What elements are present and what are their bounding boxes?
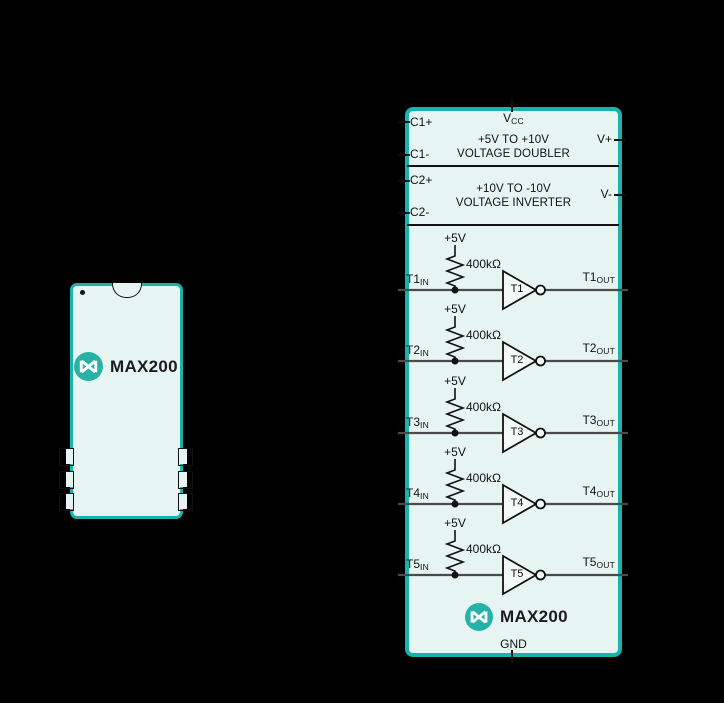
tx-gate-label: T5 [510,568,524,580]
tx-output-label: T4OUT [582,484,615,500]
supply-label: +5V [444,516,466,530]
tx-input-label: T1IN [406,272,429,288]
tx-gate-label: T3 [510,426,524,438]
transmitter-circuit-graphics [398,459,628,525]
supply-label: +5V [444,231,466,245]
voltage-doubler-line1: +5V TO +10V [477,134,549,146]
package-pin [178,471,193,489]
gnd-pin-tick [511,650,513,663]
pin-patch [66,471,75,487]
package-pin [59,448,74,466]
vplus-pin-tick [614,139,626,141]
tx-input-label: T4IN [406,486,429,502]
package-pin [59,471,74,489]
tx-input-label: T3IN [406,415,429,431]
pin-label-c2m: C2- [410,205,430,219]
chip-name: MAX200 [500,607,568,626]
brand-mark-package: MAX200 [74,352,178,381]
tx-gate-label: T1 [510,283,524,295]
transmitter-t5-section: +5V 400kΩ T5IN T5 T5OUT [398,517,628,597]
tx-output-label: T3OUT [582,413,615,429]
gnd-label: GND [500,637,527,651]
transmitter-circuit-graphics [398,316,628,382]
pin-label-c1m: C1- [410,147,430,161]
brand-mark-diagram: MAX200 [465,603,568,631]
package-pin [178,448,193,466]
c1p-pin-tick [398,121,410,123]
tx-gate-label: T2 [510,354,524,366]
transmitter-t3-section: +5V 400kΩ T3IN T3 T3OUT [398,375,628,455]
package-pin [59,493,74,511]
pin-patch [178,493,187,509]
tx-output-label: T5OUT [582,555,615,571]
tx-output-label: T1OUT [582,270,615,286]
pin1-dot [80,290,85,295]
c2p-pin-tick [398,180,410,182]
vcc-label: VCC [503,111,524,126]
transmitter-circuit-graphics [398,530,628,596]
maxim-logo-icon [465,603,493,631]
junction-dot [451,286,459,294]
pin-patch [178,448,187,464]
tx-output-label: T2OUT [582,341,615,357]
pin-label-vplus: V+ [596,132,612,146]
vminus-pin-tick [614,194,626,196]
resistor-zigzag [444,253,466,290]
transmitter-circuit-graphics [398,245,628,311]
inverter-bubble [535,284,546,296]
transmitter-t1-section: +5V 400kΩ T1IN T1 T1OUT [398,232,628,312]
vcc-pin-tick [511,99,513,112]
pin-label-c2p: C2+ [410,173,433,187]
supply-label: +5V [444,302,466,316]
buffer-triangle [502,269,538,311]
resistor-value: 400kΩ [466,328,501,342]
max200-dip-package [70,283,183,519]
resistor-value: 400kΩ [466,257,501,271]
supply-label: +5V [444,445,466,459]
pin-patch [66,448,75,464]
section-divider [407,224,619,226]
chip-name: MAX200 [110,356,178,376]
supply-label: +5V [444,374,466,388]
tx-input-label: T2IN [406,343,429,359]
tx-gate-label: T4 [510,497,524,509]
c1m-pin-tick [398,154,410,156]
voltage-inverter-line2: VOLTAGE INVERTER [455,197,572,209]
pin-label-c1p: C1+ [410,115,433,129]
section-divider [407,165,619,167]
package-pin [178,493,193,511]
voltage-inverter-line1: +10V TO -10V [476,183,551,195]
transmitter-t4-section: +5V 400kΩ T4IN T4 T4OUT [398,446,628,526]
resistor-value: 400kΩ [466,471,501,485]
pin-label-vminus: V- [600,187,612,201]
tx-input-label: T5IN [406,557,429,573]
pin-patch [178,471,187,487]
c2m-pin-tick [398,212,410,214]
transmitter-circuit-graphics [398,388,628,454]
voltage-doubler-line2: VOLTAGE DOUBLER [457,148,570,160]
transmitter-t2-section: +5V 400kΩ T2IN T2 T2OUT [398,303,628,383]
resistor-value: 400kΩ [466,542,501,556]
resistor-value: 400kΩ [466,400,501,414]
maxim-logo-icon [74,352,103,381]
pin-patch [66,493,75,509]
